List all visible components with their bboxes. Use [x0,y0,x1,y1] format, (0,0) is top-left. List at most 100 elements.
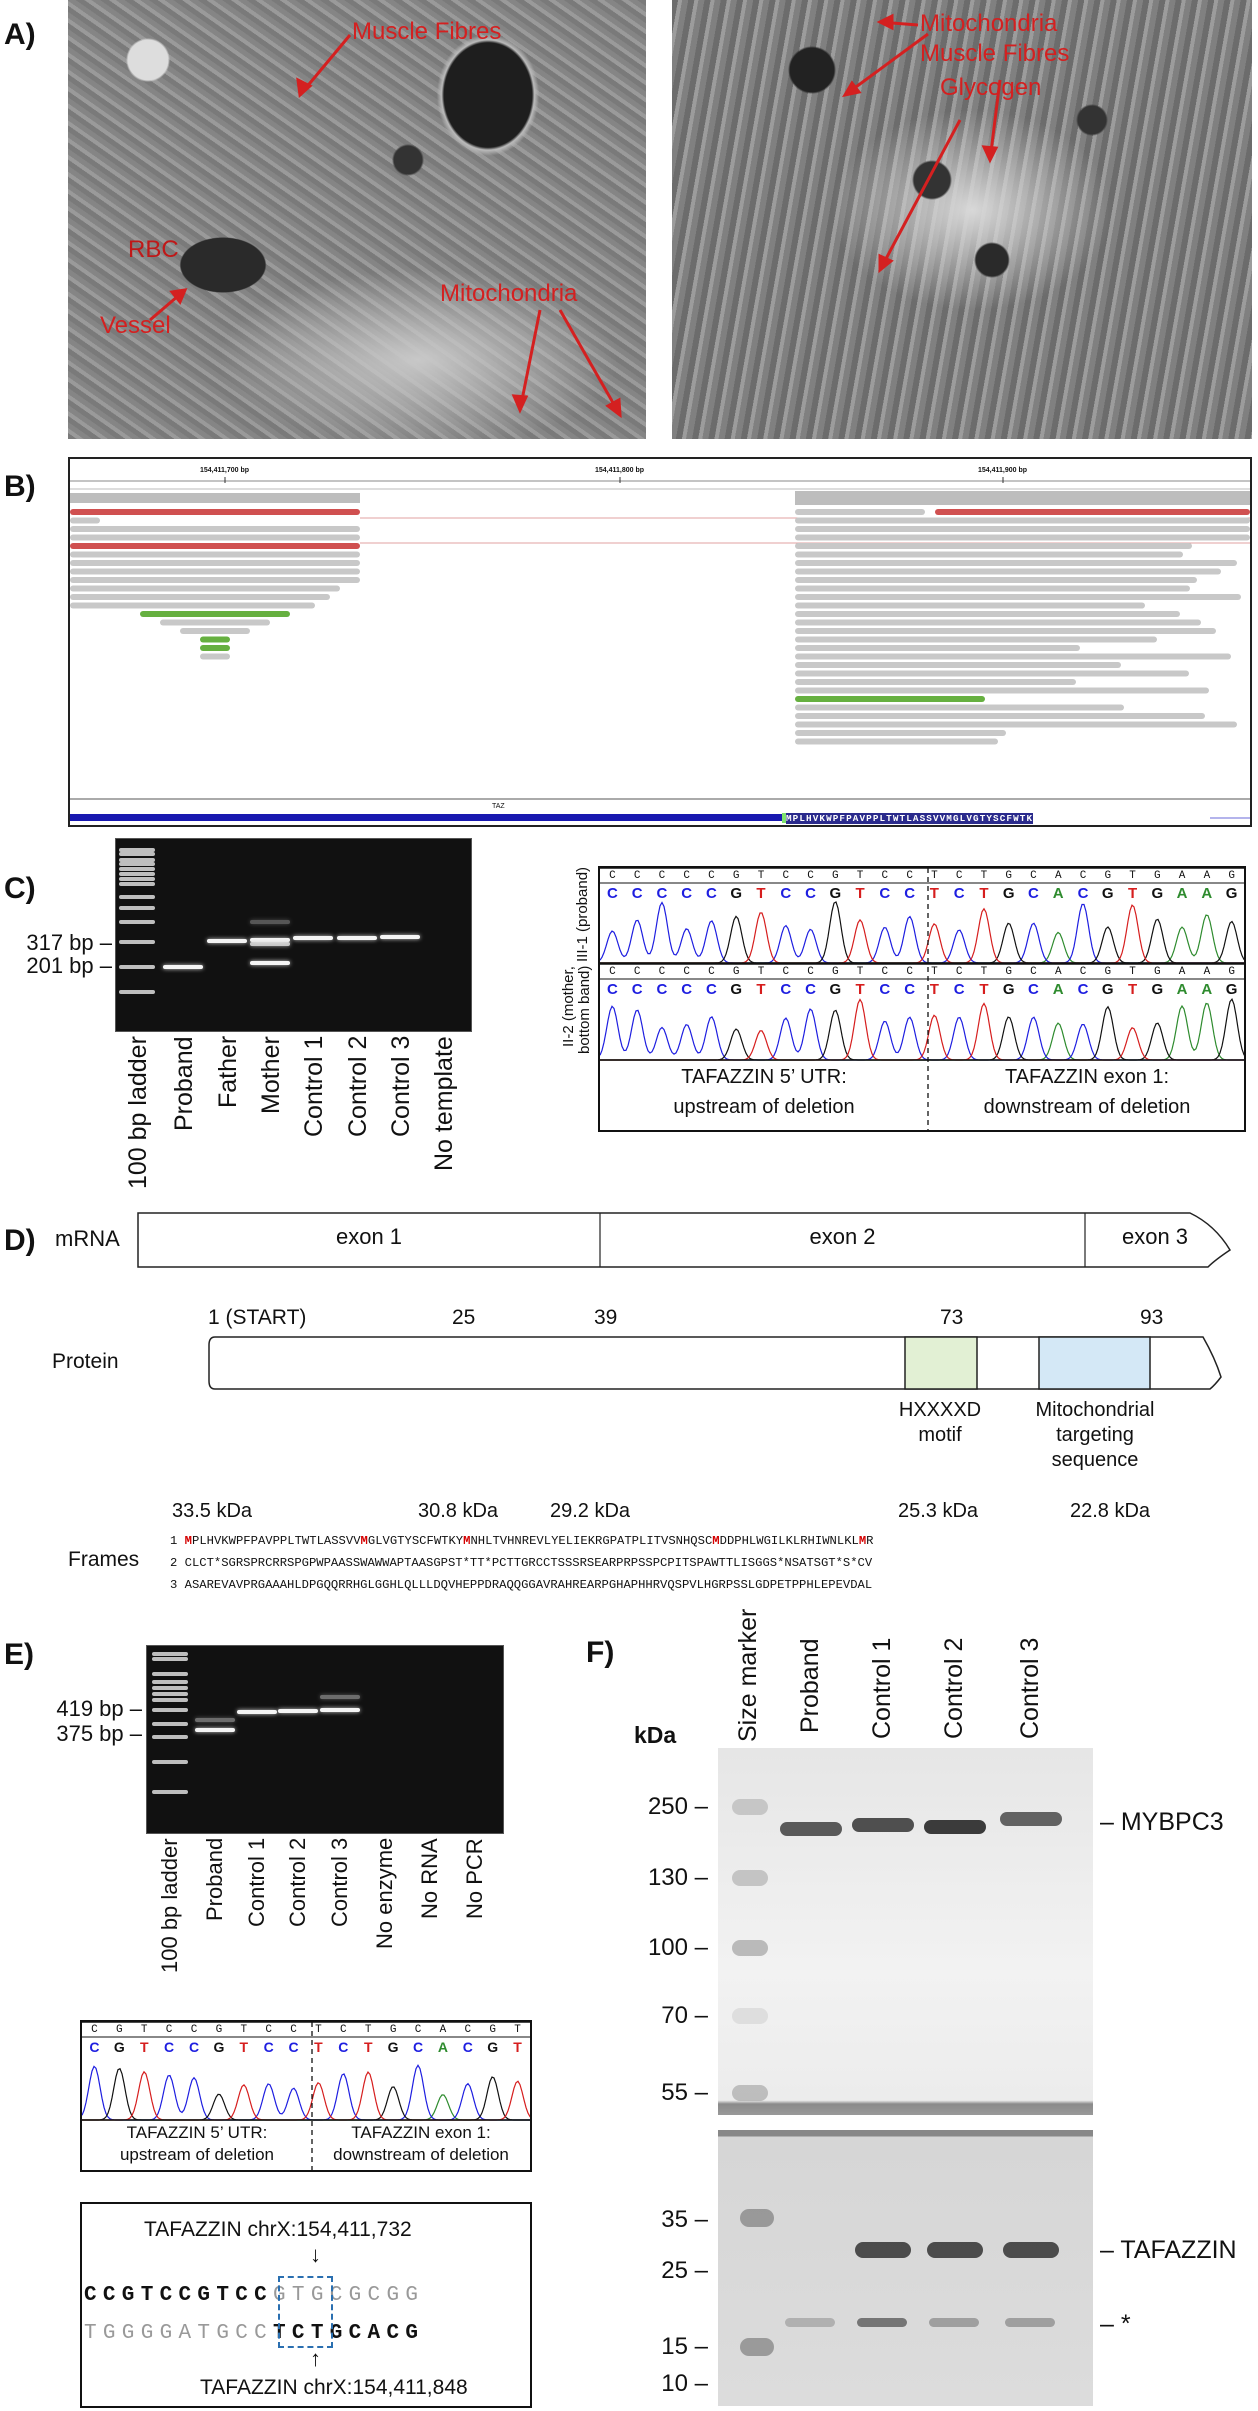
trace-C [81,2064,540,2121]
em-label-mitochondria: Mitochondria [440,280,578,307]
ladder-band [119,906,155,910]
position-39: 39 [594,1306,618,1329]
exon-3: exon 3 [1121,1224,1189,1249]
sequencing-read [795,560,1237,566]
lane-label: Proband [796,1638,824,1733]
mitochondrial-targeting-box [1038,1336,1151,1390]
ladder-band [152,1708,188,1712]
sequencing-read [160,619,270,626]
sequence-row-2: TGGGGATGCCTCTGCACG [84,2322,425,2345]
panel-e-label: E) [4,1638,34,1671]
frame-3: 3 ASAREVAVPRGAAAHLDPGQQRRHGLGGHLQLLLDQVH… [170,1578,873,1592]
ladder-band [119,990,155,994]
ladder-band [152,1722,188,1726]
sequencing-read [70,534,360,541]
panel-d-label: D) [4,1224,36,1257]
base-call-colored: C [264,2039,274,2055]
sequencing-read [795,534,1250,541]
lane-label: Control 2 [940,1638,968,1740]
row-label-proband: III-1 (proband) [574,866,591,962]
junction-end-label: TAFAZZIN chrX:154,411,848 [200,2376,468,2399]
sequencing-read [795,517,1250,524]
lane-label: No RNA [417,1838,442,1919]
marker-375: 375 bp – [56,1721,142,1746]
base-call-colored: C [805,981,816,998]
base-call-colored: A [438,2039,448,2055]
base-call-colored: T [930,981,939,998]
kda-marker: 55 – [661,2079,708,2106]
kda-marker: 10 – [661,2370,708,2397]
arrow-down-icon: ↓ [310,2242,321,2267]
frames-label: Frames [68,1548,140,1571]
base-call-colored: C [780,981,791,998]
base-call-colored: C [607,981,618,998]
kda-marker: 25 – [661,2257,708,2284]
base-call-colored: A [1177,885,1188,902]
coverage-right [795,491,1250,505]
sequencing-read [795,662,1121,668]
frame-1: 1 MPLHVKWPFPAVPPLTWTLASSVVMGLVGTYSCFWTKY… [170,1534,874,1548]
base-call-colored: C [904,885,915,902]
amino-acid-track: MPLHVKWPFPAVPPLTWTLASSVVMGLVGTYSCFWTK [786,813,1034,824]
dna-band [320,1695,360,1699]
sequencing-read [70,517,100,524]
kda-25.3: 25.3 kDa [898,1500,979,1522]
base-call-colored: T [140,2039,149,2055]
base-call-colored: G [487,2039,498,2055]
base-call-colored: T [979,981,988,998]
base-call-colored: T [855,981,864,998]
ruler-label: 154,411,900 bp [978,467,1028,474]
base-call-colored: C [780,885,791,902]
western-blot-bottom [718,2130,1093,2406]
lane-label: 100 bp ladder [157,1838,182,1973]
mybpc3-band [852,1818,914,1832]
base-call-row: CGTCCGTCCTCTGCACGT [91,2024,540,2036]
marker-419: 419 bp – [56,1696,142,1721]
em-annotation-arrows [149,13,1002,419]
ladder-band [119,877,155,881]
em-label-rbc: RBC [128,236,179,263]
dna-band [195,1728,235,1732]
sequencing-read [70,568,360,575]
base-call-colored: T [756,885,765,902]
base-call-colored: T [855,885,864,902]
base-call-colored: A [1201,981,1212,998]
lane-label: Control 3 [387,1036,415,1138]
kda-unit-label: kDa [634,1722,677,1748]
base-call-colored: G [1226,981,1238,998]
base-call-colored: T [513,2039,522,2055]
caption-upstream: TAFAZZIN 5’ UTR: upstream of deletion [119,2123,275,2164]
base-call-colored: G [730,981,742,998]
band-label-tafazzin: – TAFAZZIN [1100,2236,1237,2264]
ladder-band [152,1692,188,1696]
base-call-colored: C [463,2039,473,2055]
ladder-band [119,940,155,944]
kda-marker: 250 – [647,1793,708,1820]
em-label-mitochondria-right: Mitochondria [920,10,1058,37]
lane-label: Control 2 [285,1838,310,1928]
ladder-band [119,862,155,866]
lane-label: Control 1 [300,1036,328,1138]
gene-model-taz [70,814,786,821]
kda-33.5: 33.5 kDa [172,1500,253,1522]
panel-b-label: B) [4,470,36,503]
base-call-colored: A [1177,981,1188,998]
marker-band [732,1870,768,1886]
marker-band [732,2008,768,2024]
base-call-colored: C [413,2039,423,2055]
base-call-colored: T [1128,981,1137,998]
mybpc3-band [924,1820,986,1834]
trace-A [600,914,1254,964]
panel-a-label: A) [4,18,36,51]
base-call-colored: C [1078,885,1089,902]
marker-201: 201 bp – [26,953,112,978]
lane-label: Proband [170,1036,198,1131]
dna-band [250,938,290,942]
base-call-colored: G [1003,981,1015,998]
ladder-band [119,852,155,856]
sequencing-read [795,636,1157,643]
base-call-colored: C [904,981,915,998]
base-call-colored: C [288,2039,298,2055]
base-call-row-mother: CCCCCGTCCGTCCTCTGCACGTGAAG [609,966,1254,978]
targeting-caption: Mitochondrial targeting sequence [1035,1399,1155,1471]
